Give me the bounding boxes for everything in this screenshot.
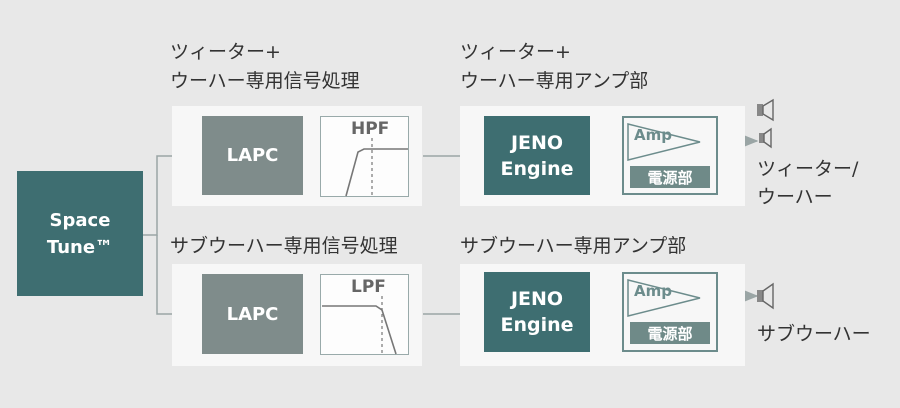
space-tune-line2: Tune™ (46, 236, 114, 258)
bottom-power-label: 電源部 (647, 324, 693, 343)
top-jeno-engine-block: JENO Engine (484, 116, 590, 195)
top-output-label: ツィーター/ ウーハー (757, 155, 858, 211)
top-dsp-heading-line1: ツィーター+ (170, 41, 281, 63)
top-amp-label: Amp (634, 126, 672, 144)
bottom-dsp-heading: サブウーハー専用信号処理 (170, 235, 398, 257)
bottom-amp-label: Amp (634, 282, 672, 300)
lpf-curve (322, 305, 397, 355)
top-amp-heading-line1: ツィーター+ (460, 41, 571, 63)
bottom-amp-block: Amp 電源部 (622, 272, 718, 352)
bottom-jeno-engine-block: JENO Engine (484, 272, 590, 352)
bottom-lapc-label: LAPC (226, 303, 279, 325)
top-engine-line1: JENO (510, 131, 564, 154)
top-amp-block: Amp 電源部 (622, 116, 718, 195)
space-tune-block: Space Tune™ (17, 171, 143, 296)
bottom-lapc-block: LAPC (202, 274, 303, 354)
top-power-label: 電源部 (647, 168, 693, 187)
top-lapc-block: LAPC (202, 116, 303, 195)
bottom-amp-heading: サブウーハー専用アンプ部 (460, 235, 687, 257)
amp-triangle-icon (627, 279, 701, 317)
hpf-curve (345, 148, 408, 197)
top-output-line1: ツィーター/ (757, 158, 859, 180)
bottom-power-block: 電源部 (630, 322, 710, 344)
speaker-icon (757, 282, 774, 310)
top-dsp-heading: ツィーター+ ウーハー専用信号処理 (170, 38, 360, 96)
speaker-icon (757, 98, 774, 149)
space-tune-line1: Space (49, 209, 111, 231)
bottom-engine-line2: Engine (500, 314, 574, 336)
top-engine-line2: Engine (500, 157, 574, 180)
bottom-output-label: サブウーハー (757, 323, 871, 345)
lpf-graph: LPF (320, 274, 409, 355)
top-amp-heading: ツィーター+ ウーハー専用アンプ部 (460, 38, 648, 96)
top-output-line2: ウーハー (757, 186, 833, 208)
bottom-engine-line1: JENO (510, 288, 564, 310)
top-amp-heading-line2: ウーハー専用アンプ部 (460, 70, 649, 92)
hpf-graph: HPF (320, 116, 409, 197)
top-power-block: 電源部 (630, 166, 710, 188)
lpf-label: LPF (351, 277, 386, 297)
top-dsp-heading-line2: ウーハー専用信号処理 (170, 70, 360, 92)
top-lapc-label: LAPC (226, 145, 279, 166)
hpf-label: HPF (351, 119, 390, 139)
amp-triangle-icon (627, 123, 701, 161)
